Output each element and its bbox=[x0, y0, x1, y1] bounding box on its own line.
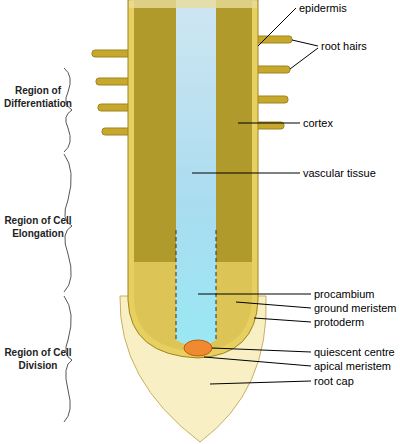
part-label: root hairs bbox=[321, 40, 396, 53]
root-hair bbox=[98, 104, 132, 111]
leader-line bbox=[236, 302, 311, 308]
brace bbox=[64, 296, 72, 422]
quiescent-centre-shape bbox=[184, 340, 212, 356]
leader-lines bbox=[192, 8, 318, 384]
region-label: Region of Cell Elongation bbox=[0, 214, 76, 240]
part-label: cortex bbox=[303, 117, 393, 130]
leader-line bbox=[290, 48, 318, 69]
root-hair bbox=[92, 50, 132, 57]
leader-line bbox=[258, 8, 296, 46]
leader-line bbox=[198, 294, 311, 295]
root-hair bbox=[254, 66, 290, 73]
epidermis-shape bbox=[128, 0, 258, 358]
part-label: epidermis bbox=[299, 2, 394, 15]
leader-line bbox=[254, 318, 311, 322]
part-label: procambium bbox=[314, 288, 400, 301]
procambium-boundary bbox=[176, 230, 216, 340]
root-hair bbox=[254, 96, 288, 103]
top-band bbox=[129, 0, 257, 8]
leader-line bbox=[210, 381, 311, 384]
leader-line bbox=[204, 357, 311, 366]
root-hair bbox=[254, 36, 292, 43]
region-label: Region of Differentiation bbox=[0, 84, 76, 110]
part-label: quiescent centre bbox=[314, 346, 400, 359]
part-label: protoderm bbox=[314, 316, 400, 329]
brace bbox=[64, 68, 72, 152]
part-label: apical meristem bbox=[314, 360, 400, 373]
part-label: root cap bbox=[314, 375, 400, 388]
part-label: ground meristem bbox=[314, 302, 400, 315]
leader-line bbox=[238, 123, 300, 124]
leader-line bbox=[292, 40, 318, 46]
region-braces bbox=[64, 68, 72, 422]
region-label: Region of Cell Division bbox=[0, 346, 76, 372]
part-label: vascular tissue bbox=[303, 167, 398, 180]
root-hair bbox=[96, 78, 132, 85]
leader-line bbox=[212, 348, 311, 352]
leader-line bbox=[192, 173, 300, 174]
